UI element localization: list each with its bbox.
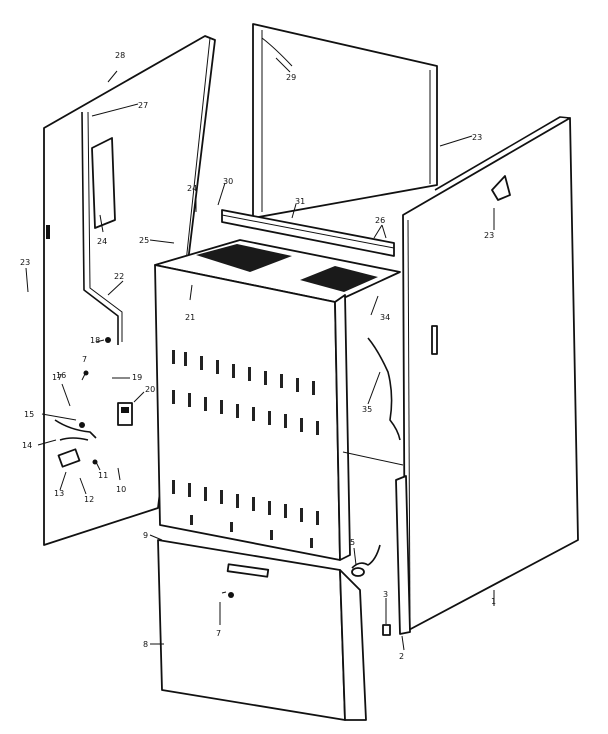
callout-10: 10 (116, 485, 126, 494)
callout-23-left: 23 (20, 258, 30, 267)
callout-13: 13 (54, 489, 64, 498)
leader-lines (25, 57, 495, 651)
callout-18: 18 (90, 336, 100, 345)
callout-3: 3 (383, 590, 388, 599)
callout-11: 11 (98, 471, 108, 480)
callout-1: 1 (491, 597, 496, 606)
callout-5: 5 (350, 538, 355, 547)
blower-door (157, 539, 367, 721)
callout-7a: 7 (82, 355, 87, 364)
left-panel-slot (46, 225, 50, 239)
callout-15: 15 (24, 410, 34, 419)
callout-16: 16 (56, 371, 66, 380)
callout-23: 22 (114, 272, 124, 281)
callout-24b: 24 (97, 237, 107, 246)
right-side-panel (402, 117, 579, 633)
mounting-plate (91, 137, 116, 229)
wire-harness (367, 337, 401, 441)
callout-9: 9 (143, 531, 148, 540)
callout-33b: 23 (484, 231, 494, 240)
callout-21: 21 (185, 313, 195, 322)
lower-door-frame (382, 475, 411, 636)
front-body-panel (154, 264, 351, 561)
callout-20a: 20 (145, 385, 155, 394)
right-panel-handle (431, 325, 438, 355)
callout-25: 25 (139, 236, 149, 245)
callout-28: 28 (115, 51, 125, 60)
callout-labels: 28 27 29 23 30 24 31 25 24 26 23 22 23 2… (20, 51, 496, 661)
callout-34: 34 (380, 313, 390, 322)
callout-2: 2 (399, 652, 404, 661)
louver-pattern (172, 350, 319, 548)
callout-17: 17 (52, 373, 62, 382)
callout-26: 26 (375, 216, 385, 225)
door-switch (351, 544, 381, 577)
side-bracket (81, 111, 123, 345)
grille-left (196, 244, 292, 272)
callout-14: 14 (22, 441, 32, 450)
door-handle (226, 563, 270, 578)
callout-30: 30 (223, 177, 233, 186)
callout-7b: 7 (216, 629, 221, 638)
top-plate (154, 239, 401, 303)
control-cluster (54, 337, 133, 468)
callout-31: 31 (295, 197, 305, 206)
callout-19: 19 (132, 373, 142, 382)
callout-12: 12 (84, 495, 94, 504)
right-rear-frame (342, 116, 571, 466)
callout-24a: 24 (187, 184, 197, 193)
callout-27: 27 (138, 101, 148, 110)
rear-panel (252, 23, 438, 219)
callout-33a: 23 (472, 133, 482, 142)
callout-35: 35 (362, 405, 372, 414)
top-rail (221, 209, 395, 257)
grille-right (300, 266, 378, 292)
label-decal (491, 175, 511, 201)
callout-8: 8 (143, 640, 148, 649)
callout-29: 29 (286, 73, 296, 82)
